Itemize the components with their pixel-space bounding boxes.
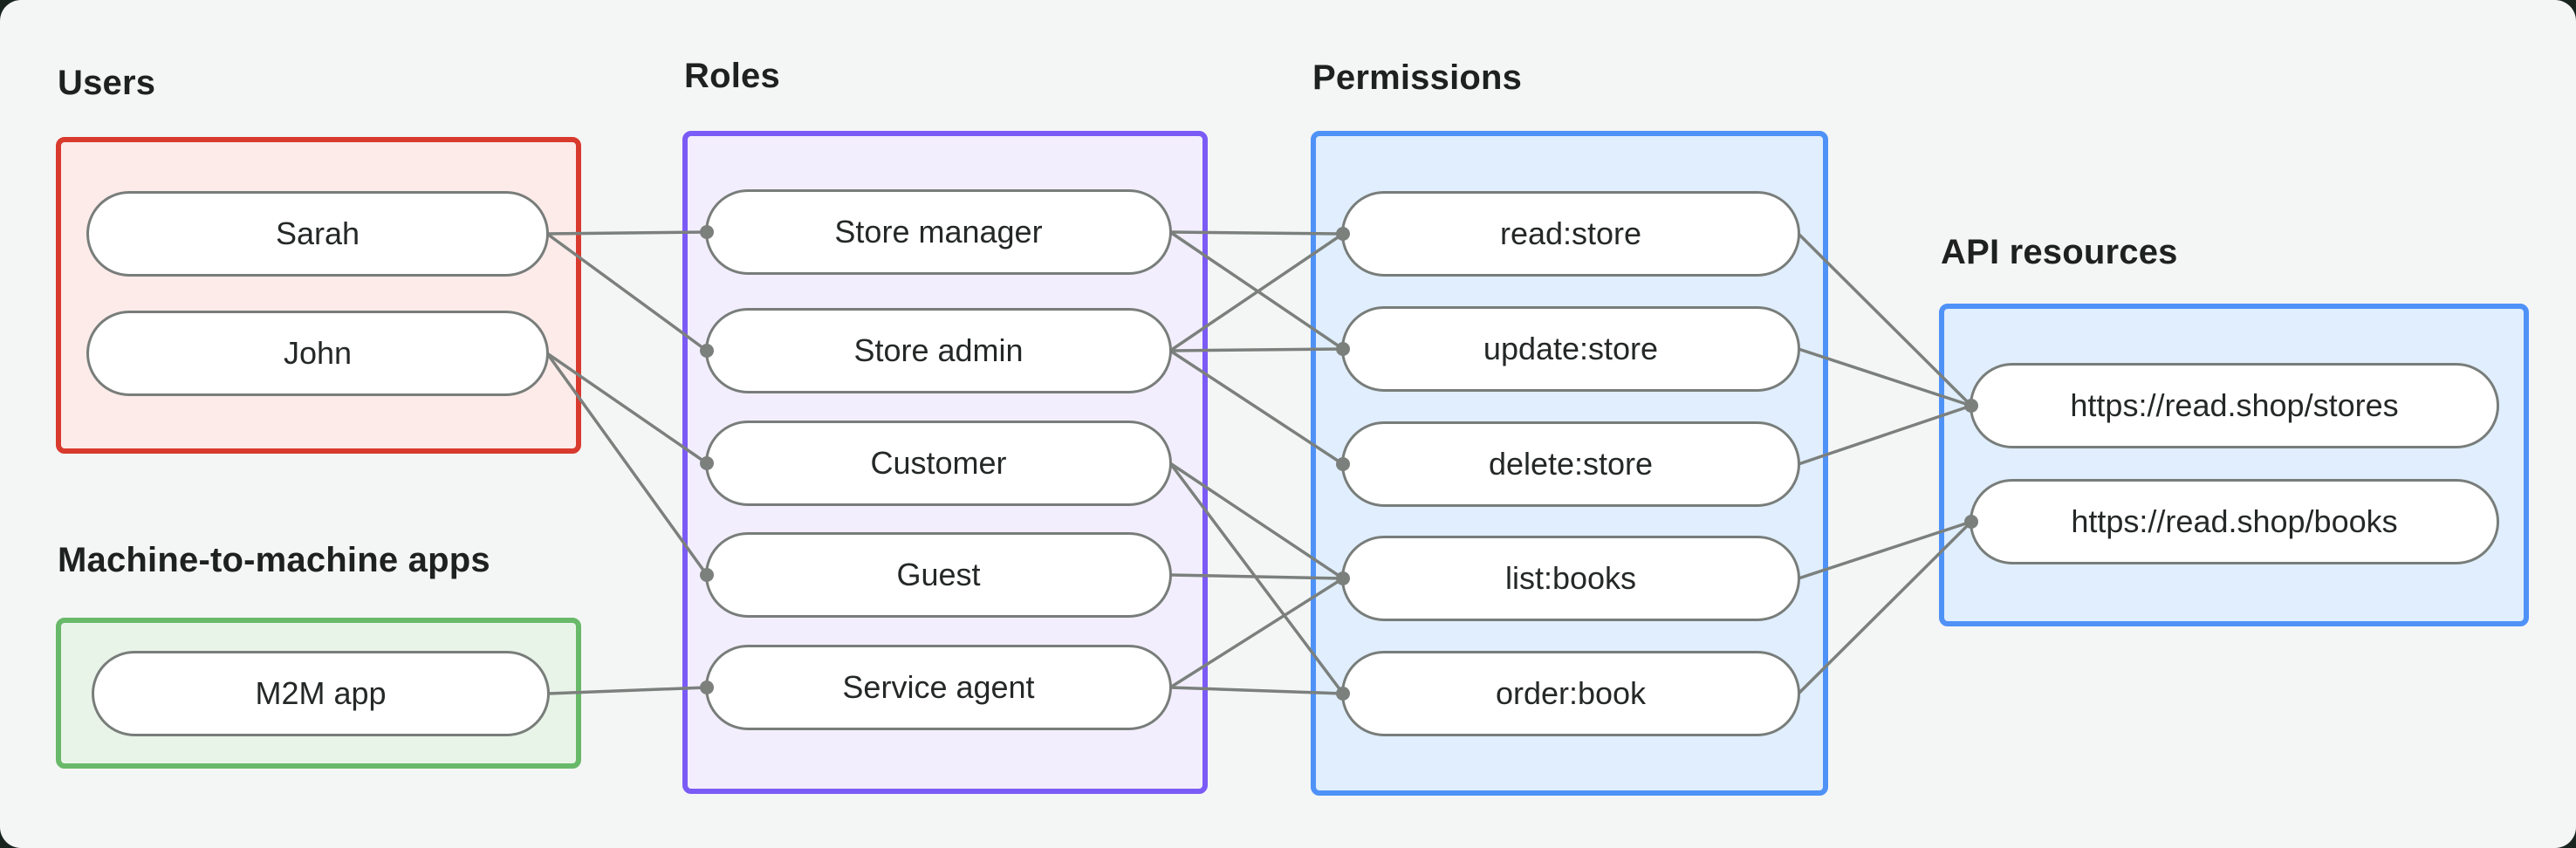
node-api-resource-books: https://read.shop/books bbox=[1970, 479, 2499, 564]
node-permission-list-books: list:books bbox=[1341, 536, 1800, 621]
node-role-store-admin: Store admin bbox=[705, 308, 1172, 393]
node-permission-order-book: order:book bbox=[1341, 651, 1800, 736]
node-user-sarah: Sarah bbox=[86, 191, 549, 277]
api-resources-group-label: API resources bbox=[1941, 233, 2178, 271]
node-role-store-manager: Store manager bbox=[705, 189, 1172, 275]
users-group-label: Users bbox=[58, 64, 156, 102]
node-m2m-app: M2M app bbox=[92, 651, 550, 736]
node-permission-delete-store: delete:store bbox=[1341, 421, 1800, 507]
node-user-john: John bbox=[86, 311, 549, 396]
node-role-guest: Guest bbox=[705, 532, 1172, 618]
node-api-resource-stores: https://read.shop/stores bbox=[1970, 363, 2499, 448]
node-role-customer: Customer bbox=[705, 421, 1172, 506]
roles-group-label: Roles bbox=[684, 57, 780, 95]
m2m-apps-group-label: Machine-to-machine apps bbox=[58, 541, 490, 579]
users-group-box bbox=[56, 137, 581, 454]
api-resources-group-box bbox=[1939, 304, 2529, 626]
node-permission-update-store: update:store bbox=[1341, 306, 1800, 392]
permissions-group-label: Permissions bbox=[1312, 58, 1523, 97]
node-permission-read-store: read:store bbox=[1341, 191, 1800, 277]
node-role-service-agent: Service agent bbox=[705, 645, 1172, 730]
